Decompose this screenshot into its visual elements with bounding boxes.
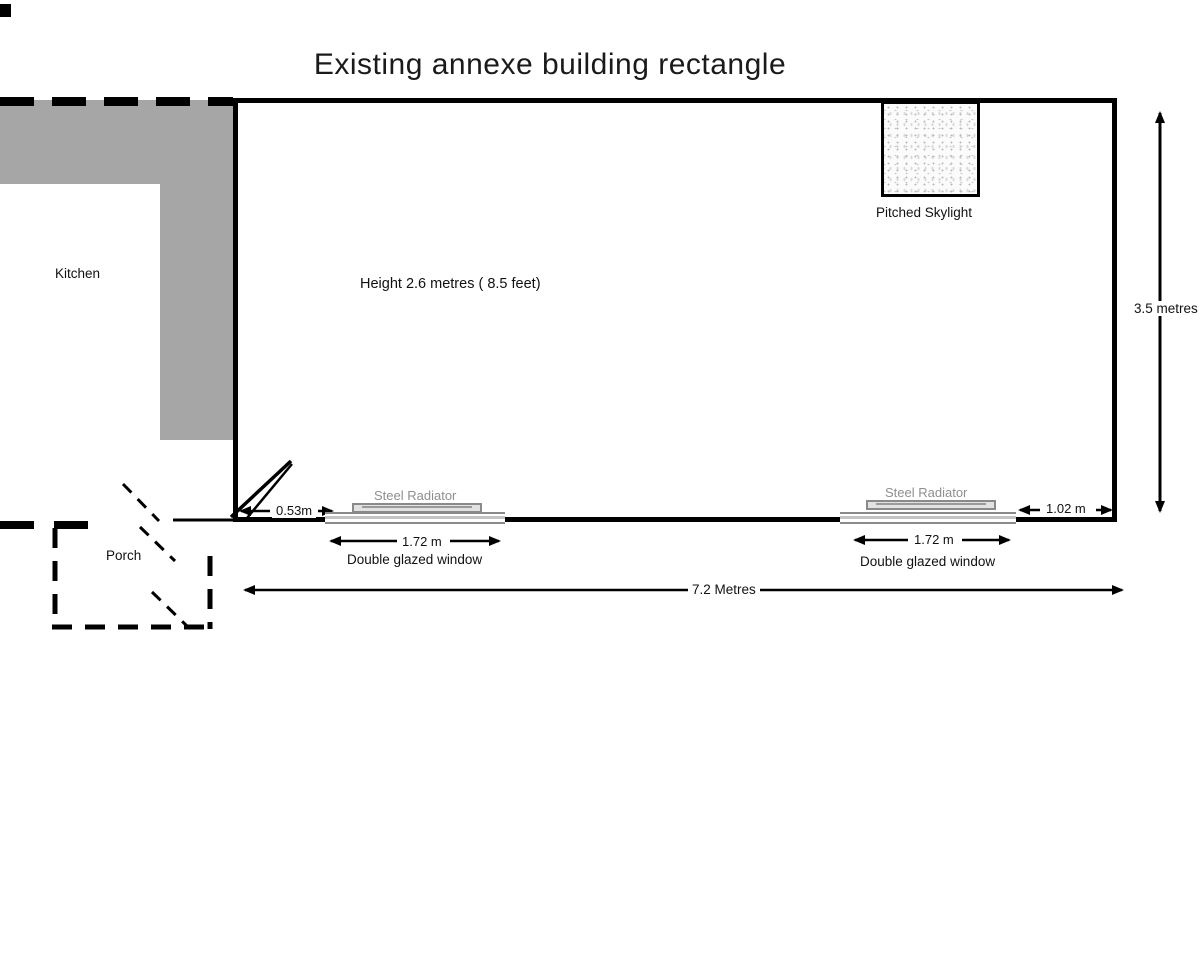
steel-radiator-1	[352, 503, 482, 513]
depth-dimension-label: 3.5 metres	[1130, 301, 1200, 316]
window2-pane	[840, 516, 1016, 519]
kitchen-wall-horizontal	[0, 100, 162, 184]
window1-pane	[325, 516, 505, 519]
kitchen-label: Kitchen	[55, 266, 101, 281]
porch-label: Porch	[106, 548, 142, 563]
double-glazed-window-1	[325, 512, 505, 524]
porch-door-swing-2	[138, 525, 177, 563]
window1-type-label: Double glazed window	[347, 552, 483, 567]
height-note: Height 2.6 metres ( 8.5 feet)	[360, 276, 541, 292]
radiator2-fin	[876, 503, 986, 505]
window2-type-label: Double glazed window	[860, 554, 996, 569]
radiator1-fin	[362, 506, 472, 508]
width-dimension-label: 7.2 Metres	[688, 582, 760, 597]
skylight-label: Pitched Skylight	[876, 205, 973, 220]
left-offset-label: 0.53m	[272, 503, 317, 518]
pitched-skylight	[881, 101, 980, 197]
steel-radiator-2	[866, 500, 996, 510]
page-title: Existing annexe building rectangle	[313, 48, 787, 81]
porch-door-swing-1	[121, 482, 161, 523]
radiator1-label: Steel Radiator	[374, 488, 457, 503]
door-swing-line-1	[229, 459, 293, 519]
kitchen-wall-vertical	[160, 100, 233, 440]
kitchen-dashed-wall	[0, 97, 233, 106]
double-glazed-window-2	[840, 512, 1016, 524]
right-offset-label: 1.02 m	[1042, 501, 1090, 516]
window2-width-label: 1.72 m	[911, 532, 957, 547]
porch-door-swing-3	[150, 590, 189, 628]
radiator2-label: Steel Radiator	[885, 485, 968, 500]
corner-mark	[0, 4, 11, 17]
door-swing-line-2	[246, 463, 293, 519]
window1-width-label: 1.72 m	[399, 534, 445, 549]
